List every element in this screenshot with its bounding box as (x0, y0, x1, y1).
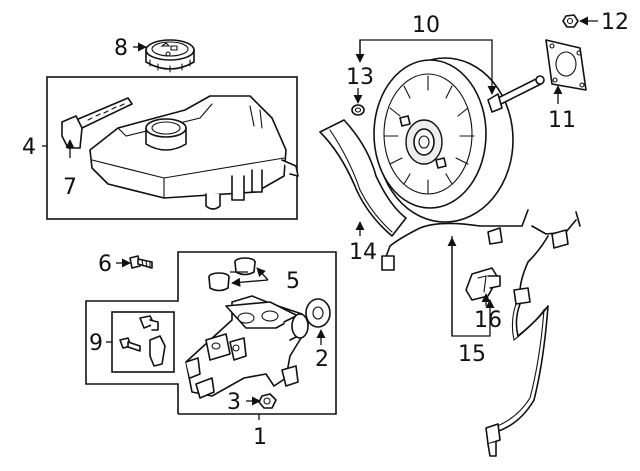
leader-lines (42, 16, 598, 420)
callout-5: 5 (286, 269, 300, 294)
callout-16: 16 (474, 308, 502, 333)
vacuum-sensor (465, 267, 501, 301)
cylinder-gasket (305, 298, 331, 328)
callout-12: 12 (601, 10, 629, 35)
booster-seal (351, 104, 365, 116)
callout-15: 15 (458, 342, 486, 367)
reservoir-group-box (46, 76, 298, 220)
callout-11: 11 (548, 108, 576, 133)
callout-4: 4 (22, 135, 36, 160)
pressure-sensors (119, 315, 166, 367)
booster-gasket (545, 39, 587, 91)
callout-7: 7 (63, 175, 77, 200)
callout-8: 8 (114, 36, 128, 61)
heat-shield (319, 119, 407, 237)
callout-2: 2 (315, 347, 329, 372)
callout-13: 13 (346, 65, 374, 90)
master-cylinder (185, 295, 309, 399)
callout-3: 3 (227, 390, 241, 415)
reservoir-seals (208, 257, 256, 292)
callout-14: 14 (349, 240, 377, 265)
mounting-nut (258, 393, 277, 409)
master-cylinder-group-box (85, 251, 337, 415)
callout-6: 6 (98, 252, 112, 277)
brake-booster (373, 57, 545, 223)
fluid-reservoir (89, 95, 299, 210)
callout-9: 9 (89, 331, 103, 356)
callout-10: 10 (412, 13, 440, 38)
mounting-bolt (129, 255, 153, 269)
reservoir-cap (145, 39, 195, 73)
callout-1: 1 (253, 425, 267, 450)
vacuum-hose (381, 209, 581, 457)
gasket-nut (562, 14, 579, 28)
